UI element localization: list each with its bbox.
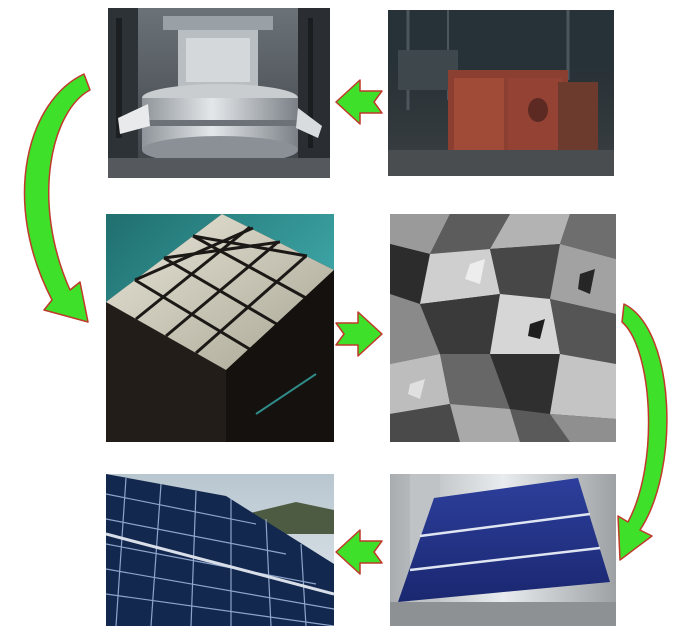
curved-arrow-right-icon bbox=[617, 303, 668, 561]
silicon-ingot-blocks-photo bbox=[106, 214, 334, 442]
curved-arrow-left-icon bbox=[23, 73, 91, 323]
arc-furnace-photo bbox=[388, 10, 614, 176]
solar-cell-photo bbox=[390, 474, 616, 626]
arrow-left-top-icon bbox=[335, 79, 383, 125]
arrow-left-bottom-icon bbox=[335, 529, 383, 575]
multicrystalline-wafer-photo bbox=[390, 214, 616, 442]
arrow-right-middle-icon bbox=[335, 311, 383, 357]
silicon-melting-furnace-photo bbox=[108, 8, 330, 178]
solar-panel-array-photo bbox=[106, 474, 334, 626]
